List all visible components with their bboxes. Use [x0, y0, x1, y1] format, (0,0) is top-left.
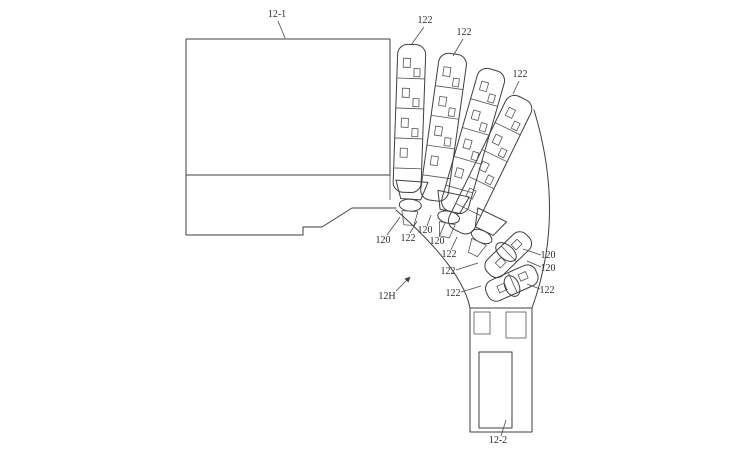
leader-line-122: [460, 285, 482, 293]
leader-line-120: [526, 260, 542, 268]
device-upper-body: [185, 38, 397, 236]
leader-line-120: [426, 214, 432, 227]
leader-line-122: [455, 262, 479, 271]
leader-line-12-1: [277, 20, 286, 39]
ref-label-120: 120: [376, 235, 391, 246]
ref-label-122: 122: [418, 15, 433, 26]
hinge-slat: [392, 43, 427, 194]
leader-line-120: [522, 248, 542, 256]
hinge-slat: [418, 51, 469, 203]
hinge-curve-link: [482, 261, 542, 305]
leader-line-12H: [395, 276, 411, 292]
ref-label-122: 122: [401, 233, 416, 244]
ref-label-122: 122: [540, 285, 555, 296]
ref-label-122: 122: [442, 249, 457, 260]
ref-label-12-2: 12-2: [489, 435, 507, 446]
ref-label-122: 122: [441, 266, 456, 277]
leader-line-122: [410, 26, 425, 46]
hinge-roller: [458, 207, 508, 262]
ref-label-120: 120: [430, 236, 445, 247]
leader-line-122: [512, 80, 520, 95]
ref-label-120: 120: [541, 263, 556, 274]
leader-line-122: [409, 220, 418, 234]
leader-line-120: [438, 222, 446, 238]
ref-label-122: 122: [457, 27, 472, 38]
leader-line-12-2: [500, 419, 507, 437]
hinge-curve-roller: [503, 275, 521, 297]
ref-label-122: 122: [513, 69, 528, 80]
device-lower-body: [469, 307, 533, 433]
leader-line-120: [386, 216, 401, 236]
ref-label-12H: 12H: [378, 291, 395, 302]
ref-label-120: 120: [541, 250, 556, 261]
ref-label-120: 120: [418, 225, 433, 236]
leader-line-122: [526, 283, 541, 290]
ref-label-122: 122: [446, 288, 461, 299]
ref-label-12-1: 12-1: [268, 9, 286, 20]
hinge-arcs: [395, 109, 550, 309]
hinge-roller: [428, 189, 470, 241]
leader-line-122: [450, 236, 458, 251]
leader-line-122: [452, 38, 464, 57]
hinge-curve-roller: [495, 242, 517, 262]
hinge-slat: [438, 65, 508, 217]
hinge-curve-links: [480, 227, 542, 305]
